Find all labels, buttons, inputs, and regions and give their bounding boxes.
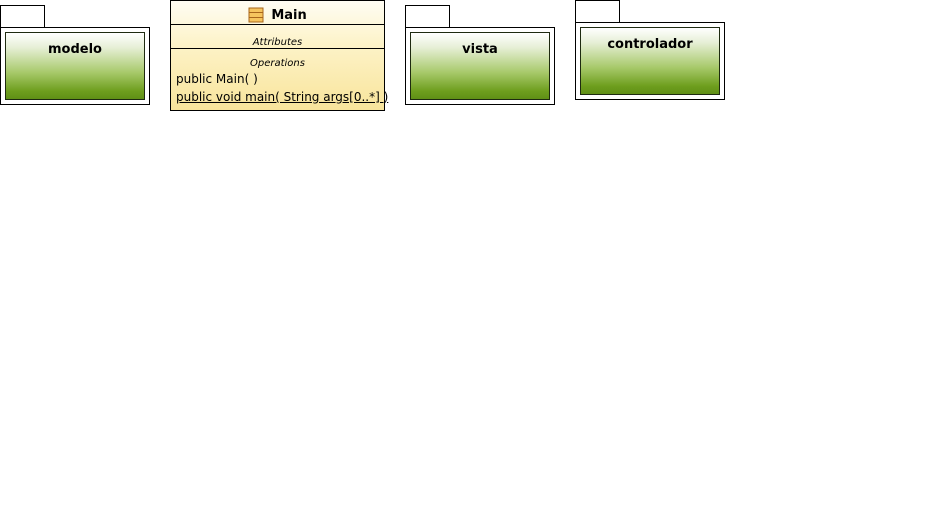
class-icon — [248, 7, 264, 23]
package-body: modelo — [0, 27, 150, 105]
class-header: Main — [171, 1, 384, 25]
package-name: vista — [462, 42, 498, 57]
class-main[interactable]: Main Attributes Operations public Main( … — [170, 0, 389, 111]
operations-label: Operations — [250, 58, 305, 69]
package-name: controlador — [607, 37, 693, 52]
operation-main[interactable]: public void main( String args[0..*] ) — [176, 90, 389, 104]
package-inner-box: vista — [410, 32, 550, 100]
package-inner-box: controlador — [580, 27, 720, 95]
package-vista[interactable]: vista — [405, 5, 555, 105]
class-name: Main — [271, 8, 307, 23]
attributes-compartment: Attributes — [171, 25, 384, 49]
package-body: vista — [405, 27, 555, 105]
package-name: modelo — [48, 42, 102, 57]
operations-compartment: Operations public Main( ) public void ma… — [171, 49, 389, 106]
package-modelo[interactable]: modelo — [0, 5, 150, 105]
package-controlador[interactable]: controlador — [575, 0, 725, 100]
package-body: controlador — [575, 22, 725, 100]
operation-constructor[interactable]: public Main( ) — [176, 72, 258, 86]
attributes-label: Attributes — [252, 37, 303, 48]
package-tab — [0, 5, 45, 27]
package-tab — [575, 0, 620, 22]
package-inner-box: modelo — [5, 32, 145, 100]
package-tab — [405, 5, 450, 27]
